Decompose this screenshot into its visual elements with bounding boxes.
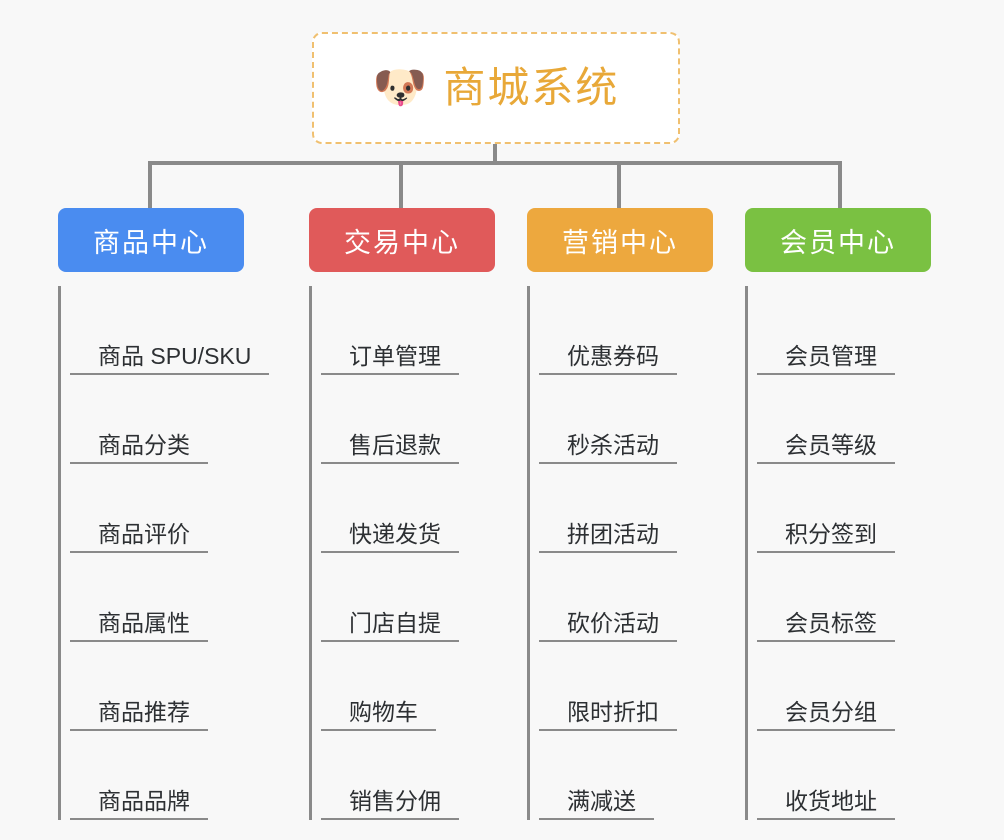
leaf-list-4: 会员管理 会员等级 积分签到 会员标签 会员分组 收货地址	[745, 286, 931, 820]
connector-drop-4	[838, 161, 842, 209]
list-item[interactable]: 满减送	[529, 731, 713, 820]
leaf-label: 会员等级	[757, 432, 895, 464]
list-item[interactable]: 门店自提	[311, 553, 495, 642]
leaf-label: 拼团活动	[539, 521, 677, 553]
list-item[interactable]: 商品品牌	[60, 731, 244, 820]
connector-horizontal-bus	[148, 161, 842, 165]
leaf-list-2: 订单管理 售后退款 快递发货 门店自提 购物车 销售分佣	[309, 286, 495, 820]
dog-face-icon: 🐶	[372, 63, 428, 112]
leaf-label: 砍价活动	[539, 610, 677, 642]
spine-1	[58, 286, 61, 820]
connector-root-stem	[493, 144, 497, 164]
leaf-label: 门店自提	[321, 610, 459, 642]
leaf-label: 销售分佣	[321, 788, 459, 820]
list-item[interactable]: 会员管理	[747, 286, 931, 375]
leaf-list-1: 商品 SPU/SKU 商品分类 商品评价 商品属性 商品推荐 商品品牌	[58, 286, 270, 820]
leaf-label: 会员管理	[757, 343, 895, 375]
category-header-3[interactable]: 营销中心	[527, 208, 713, 272]
list-item[interactable]: 商品属性	[60, 553, 244, 642]
column-marketing-center: 营销中心 优惠券码 秒杀活动 拼团活动 砍价活动 限时折扣 满减送	[527, 208, 713, 820]
list-item[interactable]: 拼团活动	[529, 464, 713, 553]
leaf-label: 商品品牌	[70, 788, 208, 820]
list-item[interactable]: 商品 SPU/SKU	[60, 286, 270, 375]
list-item[interactable]: 商品评价	[60, 464, 244, 553]
column-trade-center: 交易中心 订单管理 售后退款 快递发货 门店自提 购物车 销售分佣	[309, 208, 495, 820]
leaf-label: 会员标签	[757, 610, 895, 642]
leaf-label: 商品 SPU/SKU	[70, 343, 270, 375]
list-item[interactable]: 售后退款	[311, 375, 495, 464]
leaf-label: 售后退款	[321, 432, 459, 464]
leaf-label: 购物车	[321, 699, 436, 731]
leaf-label: 满减送	[539, 788, 654, 820]
category-header-1[interactable]: 商品中心	[58, 208, 244, 272]
leaf-label: 商品属性	[70, 610, 208, 642]
list-item[interactable]: 订单管理	[311, 286, 495, 375]
list-item[interactable]: 会员等级	[747, 375, 931, 464]
category-title-4: 会员中心	[780, 227, 896, 258]
spine-3	[527, 286, 530, 820]
root-node-mall-system[interactable]: 🐶 商城系统	[312, 32, 680, 144]
list-item[interactable]: 积分签到	[747, 464, 931, 553]
category-header-2[interactable]: 交易中心	[309, 208, 495, 272]
leaf-label: 限时折扣	[539, 699, 677, 731]
list-item[interactable]: 快递发货	[311, 464, 495, 553]
list-item[interactable]: 收货地址	[747, 731, 931, 820]
list-item[interactable]: 商品分类	[60, 375, 244, 464]
list-item[interactable]: 限时折扣	[529, 642, 713, 731]
list-item[interactable]: 秒杀活动	[529, 375, 713, 464]
list-item[interactable]: 优惠券码	[529, 286, 713, 375]
list-item[interactable]: 砍价活动	[529, 553, 713, 642]
list-item[interactable]: 购物车	[311, 642, 495, 731]
leaf-list-3: 优惠券码 秒杀活动 拼团活动 砍价活动 限时折扣 满减送	[527, 286, 713, 820]
leaf-label: 商品分类	[70, 432, 208, 464]
category-title-3: 营销中心	[562, 227, 678, 258]
list-item[interactable]: 商品推荐	[60, 642, 244, 731]
leaf-label: 积分签到	[757, 521, 895, 553]
column-product-center: 商品中心 商品 SPU/SKU 商品分类 商品评价 商品属性 商品推荐 商品品牌	[58, 208, 270, 820]
list-item[interactable]: 会员分组	[747, 642, 931, 731]
connector-drop-1	[148, 161, 152, 209]
leaf-label: 商品评价	[70, 521, 208, 553]
leaf-label: 秒杀活动	[539, 432, 677, 464]
leaf-label: 会员分组	[757, 699, 895, 731]
root-node-title: 商城系统	[443, 64, 620, 111]
spine-4	[745, 286, 748, 820]
connector-drop-2	[399, 161, 403, 209]
category-header-4[interactable]: 会员中心	[745, 208, 931, 272]
category-title-1: 商品中心	[93, 227, 209, 258]
leaf-label: 商品推荐	[70, 699, 208, 731]
connector-drop-3	[617, 161, 621, 209]
leaf-label: 订单管理	[321, 343, 459, 375]
spine-2	[309, 286, 312, 820]
list-item[interactable]: 会员标签	[747, 553, 931, 642]
leaf-label: 优惠券码	[539, 343, 677, 375]
column-member-center: 会员中心 会员管理 会员等级 积分签到 会员标签 会员分组 收货地址	[745, 208, 931, 820]
list-item[interactable]: 销售分佣	[311, 731, 495, 820]
leaf-label: 快递发货	[321, 521, 459, 553]
category-title-2: 交易中心	[344, 227, 460, 258]
leaf-label: 收货地址	[757, 788, 895, 820]
